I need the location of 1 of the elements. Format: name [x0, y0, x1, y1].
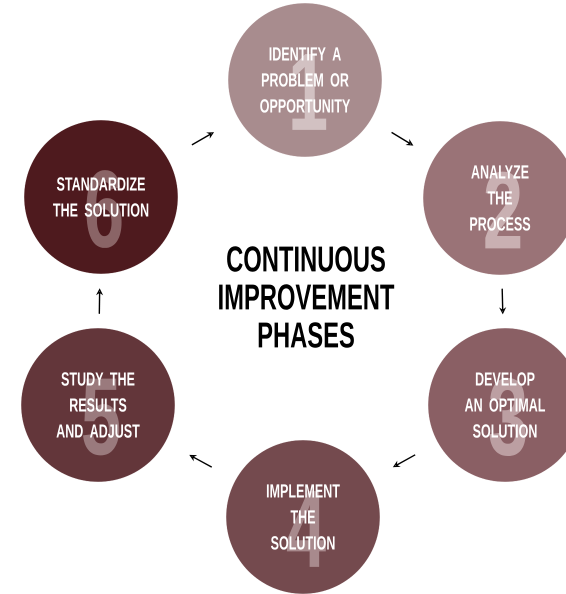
title: CONTINUOUS IMPROVEMENT PHASES	[219, 246, 394, 348]
